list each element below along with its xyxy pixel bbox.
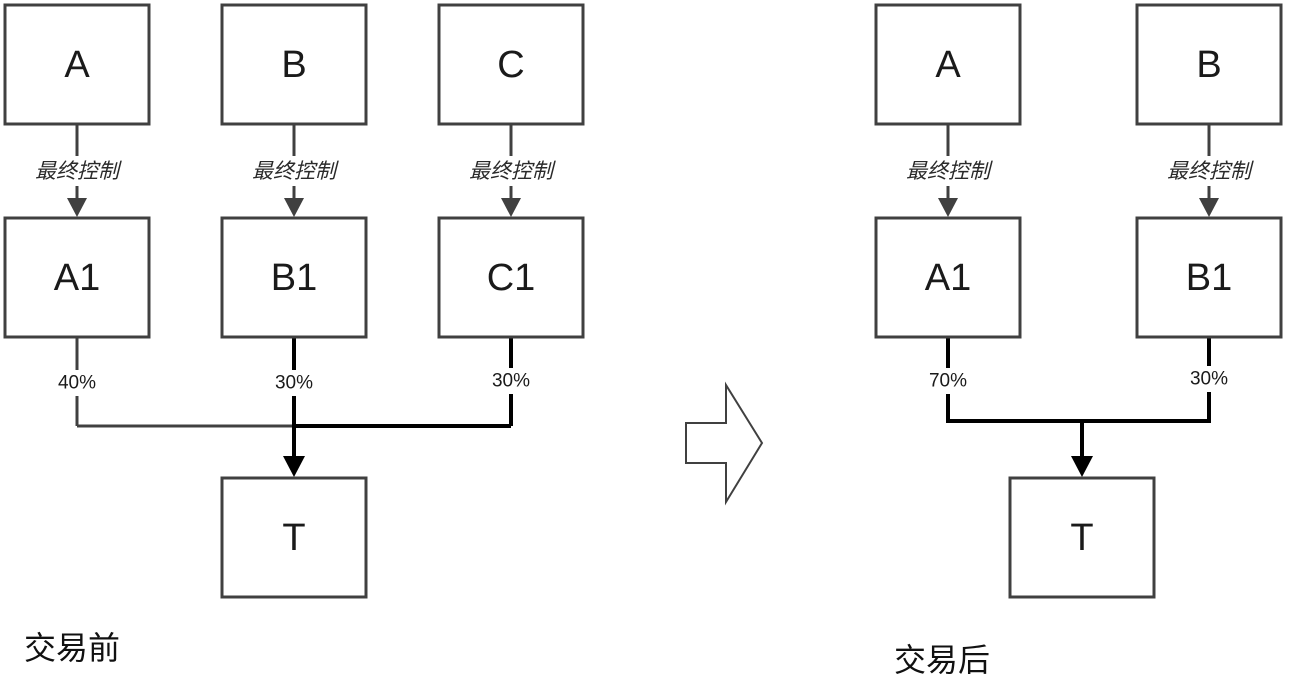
control-label-a: 最终控制 xyxy=(906,159,993,183)
arrowhead xyxy=(283,456,305,477)
node-t: T xyxy=(1008,476,1156,599)
control-label-b: 最终控制 xyxy=(1167,159,1254,183)
before-diagram: 最终控制 最终控制 最终控制 40% 30% 30% A B xyxy=(3,3,585,667)
svg-text:A1: A1 xyxy=(54,257,100,299)
share-label-a1: 40% xyxy=(58,373,96,394)
control-label-a: 最终控制 xyxy=(35,159,122,183)
svg-text:B1: B1 xyxy=(271,257,317,299)
svg-text:A: A xyxy=(935,44,961,86)
arrowhead xyxy=(284,198,304,217)
node-t: T xyxy=(220,476,368,599)
node-c: C xyxy=(437,3,585,126)
arrowhead xyxy=(67,198,87,217)
after-caption: 交易后 xyxy=(894,641,990,679)
node-b: B xyxy=(220,3,368,126)
share-label-c1: 30% xyxy=(492,371,530,392)
arrowhead xyxy=(1199,198,1219,217)
share-label-b1: 30% xyxy=(1190,369,1228,390)
svg-text:B1: B1 xyxy=(1186,257,1232,299)
node-c1: C1 xyxy=(437,216,585,339)
svg-text:T: T xyxy=(282,517,305,559)
node-a1: A1 xyxy=(3,216,151,339)
share-label-a1: 70% xyxy=(929,371,967,392)
svg-text:C1: C1 xyxy=(487,257,536,299)
svg-text:B: B xyxy=(281,44,306,86)
share-label-b1: 30% xyxy=(275,373,313,394)
right-arrow-icon xyxy=(685,381,764,506)
node-a1: A1 xyxy=(874,216,1022,339)
node-a: A xyxy=(3,3,151,126)
svg-text:A: A xyxy=(64,44,90,86)
node-b1: B1 xyxy=(1135,216,1283,339)
node-b: B xyxy=(1135,3,1283,126)
node-b1: B1 xyxy=(220,216,368,339)
svg-text:A1: A1 xyxy=(925,257,971,299)
node-a: A xyxy=(874,3,1022,126)
arrowhead xyxy=(1071,456,1093,477)
control-label-c: 最终控制 xyxy=(469,159,556,183)
svg-text:B: B xyxy=(1196,44,1221,86)
arrowhead xyxy=(501,198,521,217)
arrowhead xyxy=(938,198,958,217)
after-diagram: 最终控制 最终控制 70% 30% A B A1 B1 xyxy=(874,3,1283,679)
svg-text:C: C xyxy=(497,44,524,86)
svg-text:T: T xyxy=(1070,517,1093,559)
control-label-b: 最终控制 xyxy=(252,159,339,183)
before-caption: 交易前 xyxy=(24,629,120,667)
